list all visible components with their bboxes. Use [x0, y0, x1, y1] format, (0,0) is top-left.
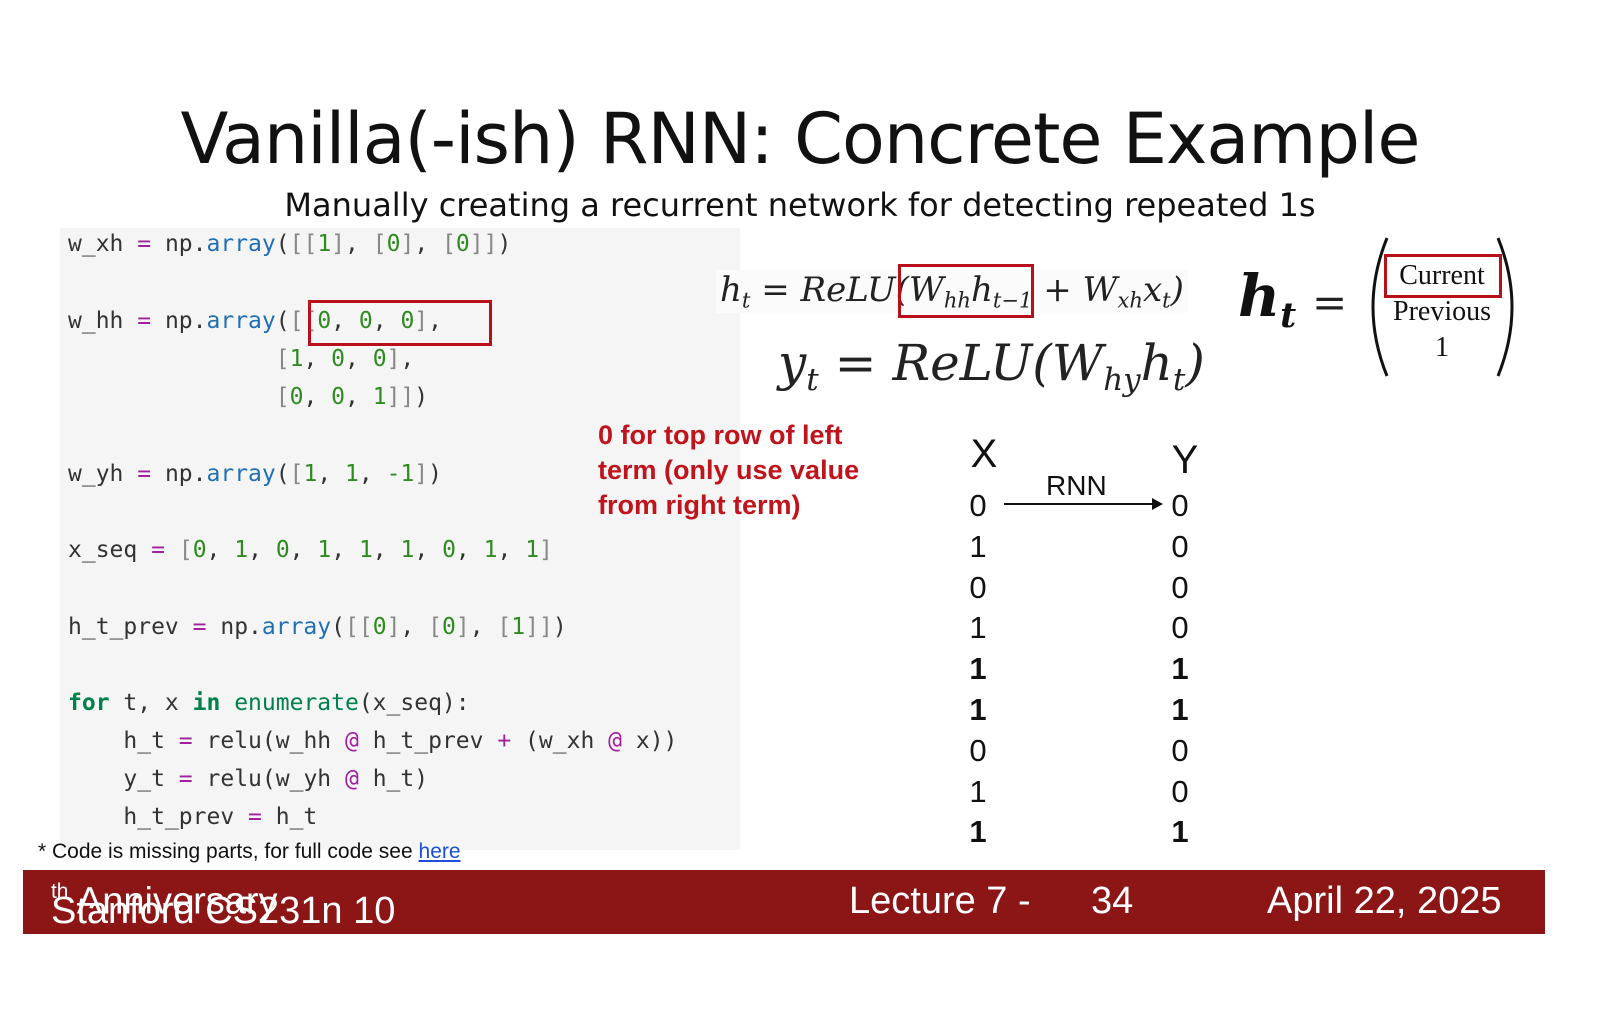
rnn-arrow-label: RNN — [1046, 470, 1107, 501]
x-value: 0 — [969, 732, 987, 768]
hidden-state-symbol: ht — [1238, 262, 1297, 337]
y-column-header: Y — [1171, 438, 1199, 482]
x-value: 0 — [969, 488, 987, 523]
x-value: 1 — [969, 692, 987, 727]
y-value: 0 — [1171, 773, 1189, 809]
footnote: * Code is missing parts, for full code s… — [38, 840, 461, 863]
code-line-y-t: y_t = relu(w_yh @ h_t) — [123, 766, 429, 792]
x-column-header: X — [970, 432, 998, 476]
y-value: 0 — [1171, 488, 1189, 523]
vector-entry-previous: Previous — [1393, 296, 1491, 327]
vector-entry-bias: 1 — [1435, 332, 1449, 363]
code-line-w-hh-3: [0, 0, 1]]) — [275, 384, 429, 410]
y-value: 0 — [1171, 528, 1189, 564]
output-equation: yt = ReLU(Whyht) — [778, 334, 1205, 398]
x-value: 1 — [969, 814, 987, 850]
code-line-h-t-prev-update: h_t_prev = h_t — [123, 804, 318, 830]
footer-page-number: 34 — [1091, 880, 1134, 922]
x-value: 1 — [969, 773, 987, 809]
hidden-state-equation: ht = ReLU(Whhht−1 + Wxhxt) — [716, 270, 1188, 313]
y-value: 1 — [1171, 651, 1189, 687]
y-value: 1 — [1171, 692, 1189, 727]
slide-title: Vanilla(-ish) RNN: Concrete Example — [180, 98, 1421, 180]
equals-sign: = — [1312, 278, 1348, 327]
code-panel — [60, 228, 740, 850]
code-line-w-hh-1: w_hh = np.array([[0, 0, 0], — [68, 308, 443, 334]
y-value: 1 — [1171, 814, 1189, 850]
slide-subtitle: Manually creating a recurrent network fo… — [284, 186, 1316, 224]
current-entry-box — [1384, 254, 1502, 298]
code-line-for: for t, x in enumerate(x_seq): — [68, 690, 470, 716]
footer-date: April 22, 2025 — [1267, 880, 1502, 922]
y-value: 0 — [1171, 732, 1189, 768]
full-code-link[interactable]: here — [418, 840, 461, 863]
recurrent-term-box — [898, 264, 1034, 318]
code-line-w-xh: w_xh = np.array([[1], [0], [0]]) — [68, 231, 512, 257]
code-line-x-seq: x_seq = [0, 1, 0, 1, 1, 1, 0, 1, 1] — [68, 537, 553, 563]
code-line-w-yh: w_yh = np.array([1, 1, -1]) — [68, 461, 443, 487]
x-value: 1 — [969, 651, 987, 687]
rnn-arrow — [1004, 498, 1163, 510]
x-value: 1 — [969, 528, 987, 564]
footer-lecture: Lecture 7 - — [849, 880, 1031, 922]
vector-parentheses — [1371, 237, 1514, 377]
x-value: 1 — [969, 610, 987, 646]
y-value: 0 — [1171, 610, 1189, 646]
code-line-h-t: h_t = relu(w_hh @ h_t_prev + (w_xh @ x)) — [123, 728, 678, 754]
highlight-top-row-box — [308, 300, 492, 346]
code-line-w-hh-2: [1, 0, 0], — [275, 346, 415, 372]
annotation-note: 0 for top row of left term (only use val… — [598, 420, 860, 520]
y-value: 0 — [1171, 569, 1189, 605]
code-line-h-t-prev: h_t_prev = np.array([[0], [0], [1]]) — [68, 614, 567, 640]
vector-entry-current: Current — [1399, 260, 1485, 291]
x-value: 0 — [969, 569, 987, 605]
